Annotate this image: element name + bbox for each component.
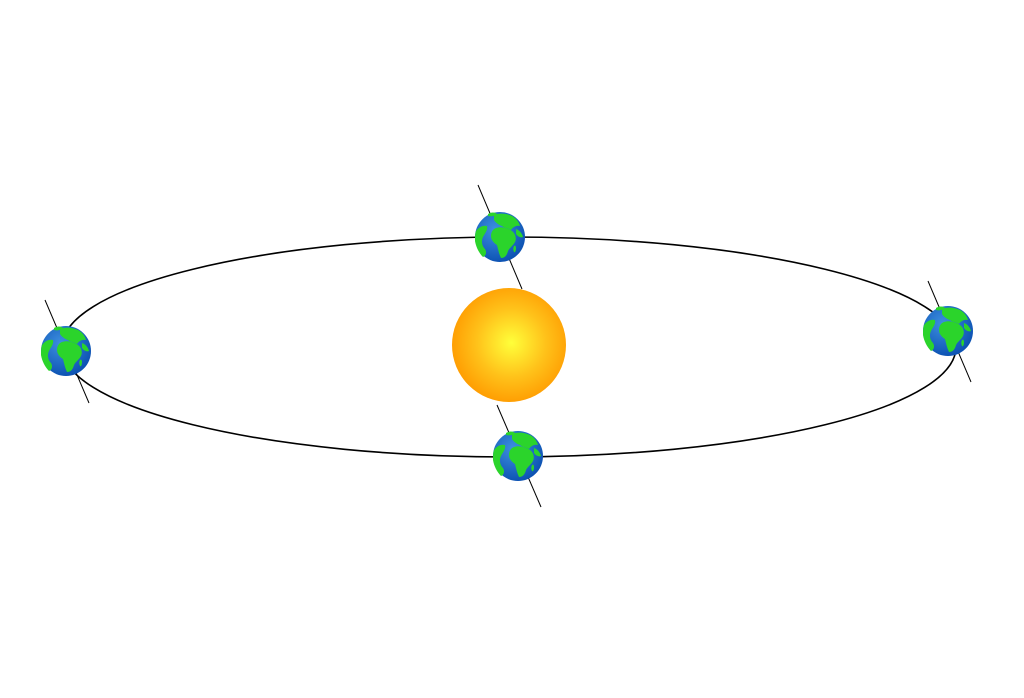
earth-bottom (493, 404, 543, 508)
earth-globe-icon (41, 326, 91, 376)
earth-left (41, 299, 91, 404)
earth-globe-icon (923, 306, 973, 356)
sun-icon (452, 288, 566, 402)
earth-top (475, 184, 525, 290)
earth-globe-icon (493, 431, 543, 481)
earth-globe-icon (475, 212, 525, 262)
earth-right (923, 280, 973, 383)
